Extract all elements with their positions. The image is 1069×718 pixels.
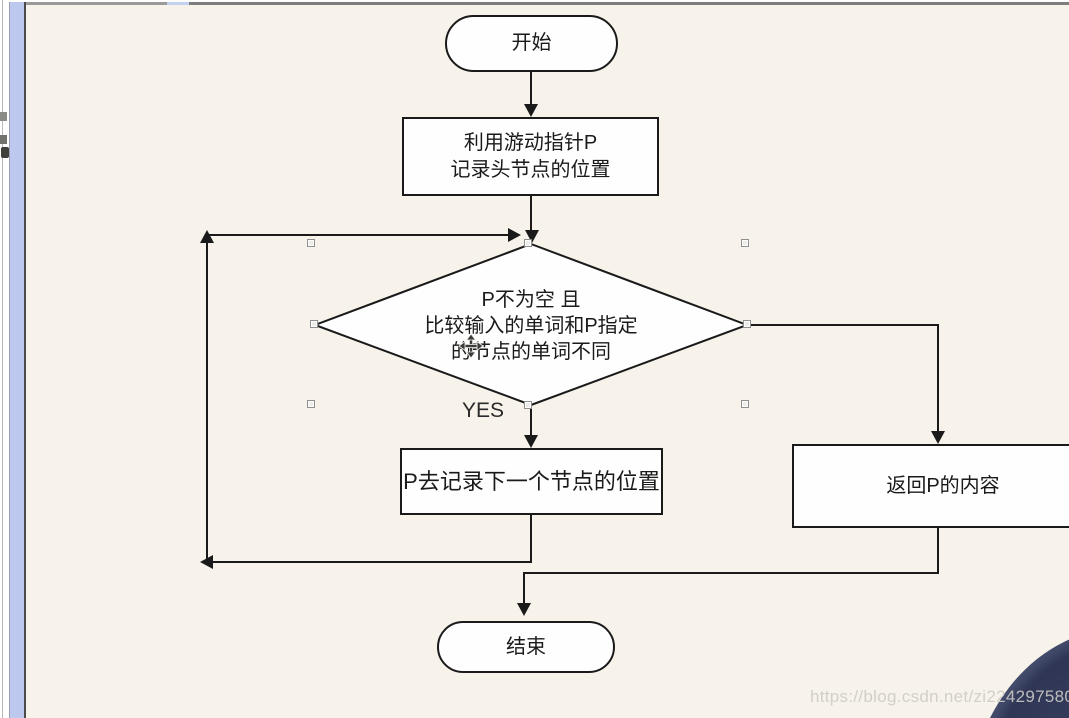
decision-node[interactable]: P不为空 且 比较输入的单词和P指定 的节点的单词不同 bbox=[356, 287, 706, 365]
top-border-segment bbox=[189, 2, 1069, 5]
top-border-segment bbox=[24, 2, 167, 5]
start-node[interactable]: 开始 bbox=[445, 15, 618, 72]
end-label: 结束 bbox=[506, 635, 546, 658]
selection-handle-mid-right[interactable] bbox=[743, 320, 751, 328]
arrowhead-left-icon bbox=[200, 555, 213, 569]
init-line-2: 记录头节点的位置 bbox=[450, 158, 611, 181]
watermark-url: https://blog.csdn.net/zi2242975806 bbox=[810, 687, 1069, 706]
arrowhead-right-icon bbox=[508, 228, 521, 242]
window-top-edge bbox=[0, 0, 1069, 2]
selection-handle-bottom-left[interactable] bbox=[307, 400, 315, 408]
connector-advance-loop[interactable] bbox=[213, 515, 532, 563]
vertical-scrollbar[interactable] bbox=[9, 2, 26, 718]
selection-handle-top-mid[interactable] bbox=[524, 239, 532, 247]
top-border-highlight bbox=[167, 2, 189, 5]
toolbar-icon[interactable] bbox=[0, 135, 7, 144]
arrowhead-up-icon bbox=[200, 230, 214, 243]
toolbar-icon[interactable] bbox=[1, 147, 9, 158]
left-panel-divider bbox=[2, 0, 3, 718]
move-cursor-icon bbox=[458, 333, 484, 359]
arrowhead-down-icon bbox=[524, 435, 538, 448]
return-process-node[interactable]: 返回P的内容 bbox=[792, 444, 1069, 528]
selection-handle-bottom-mid[interactable] bbox=[524, 401, 532, 409]
decision-line-1: P不为空 且 bbox=[481, 289, 581, 311]
return-label: 返回P的内容 bbox=[886, 474, 1000, 497]
selection-handle-top-left[interactable] bbox=[307, 239, 315, 247]
arrowhead-down-icon bbox=[931, 431, 945, 444]
connector-decision-return[interactable] bbox=[747, 324, 939, 432]
end-node[interactable]: 结束 bbox=[437, 621, 615, 673]
arrowhead-down-icon bbox=[525, 230, 539, 243]
yes-edge-label: YES bbox=[462, 399, 505, 422]
selection-handle-bottom-right[interactable] bbox=[741, 400, 749, 408]
init-line-1: 利用游动指针P bbox=[463, 131, 598, 154]
advance-process-node[interactable]: P去记录下一个节点的位置 bbox=[400, 448, 663, 515]
advance-label: P去记录下一个节点的位置 bbox=[403, 469, 660, 494]
connector-return-end[interactable] bbox=[523, 528, 939, 605]
left-panel-edge bbox=[0, 0, 9, 718]
selection-handle-mid-left[interactable] bbox=[310, 320, 318, 328]
arrowhead-down-icon bbox=[517, 603, 531, 616]
start-label: 开始 bbox=[511, 32, 552, 54]
toolbar-icon[interactable] bbox=[0, 112, 7, 121]
init-process-node[interactable]: 利用游动指针P 记录头节点的位置 bbox=[402, 117, 659, 196]
arrowhead-down-icon bbox=[524, 104, 538, 117]
decision-line-2: 比较输入的单词和P指定 bbox=[424, 315, 638, 337]
selection-handle-top-right[interactable] bbox=[741, 239, 749, 247]
decision-line-3: 的节点的单词不同 bbox=[451, 341, 611, 363]
